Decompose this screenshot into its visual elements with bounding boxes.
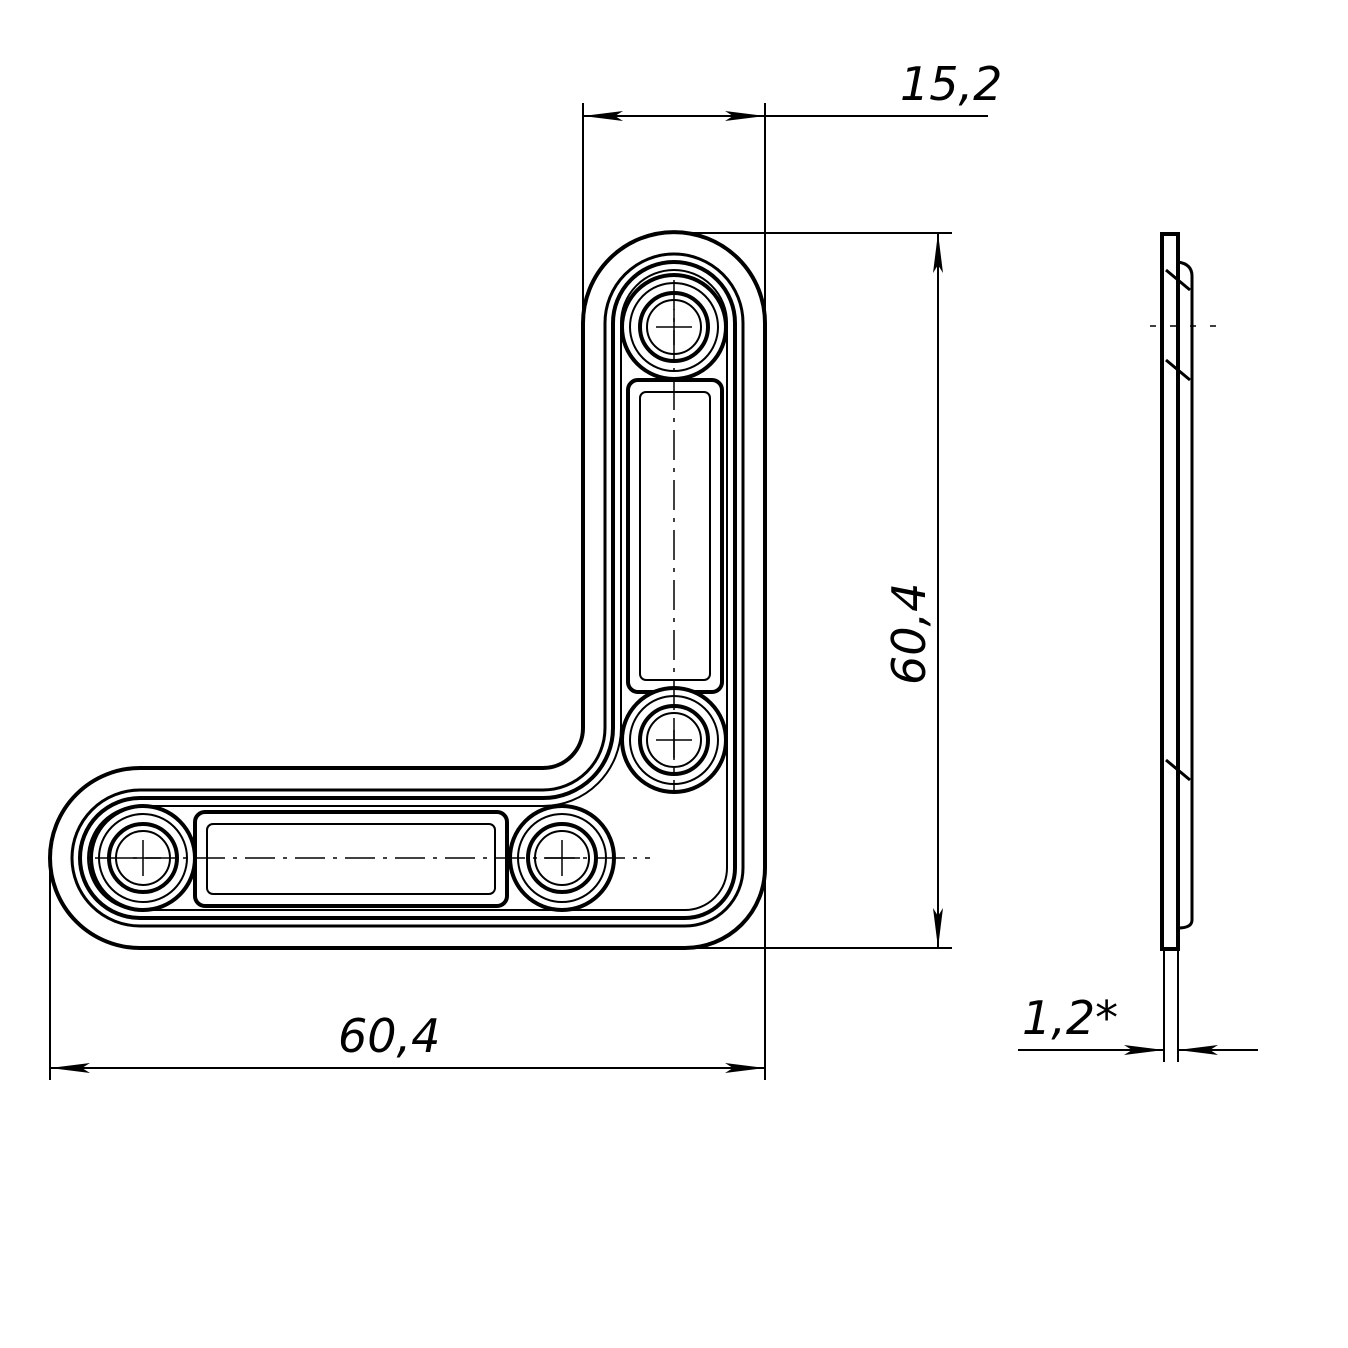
side-view xyxy=(1150,232,1220,951)
mounting-hole-inner xyxy=(646,712,702,768)
dimension-lines xyxy=(49,103,1258,1080)
plate-outline xyxy=(48,230,767,950)
vertical-slot xyxy=(626,378,724,694)
dimension-arm-width: 15,2 xyxy=(900,57,1002,111)
plate-outline xyxy=(78,260,737,920)
plate-outline xyxy=(70,252,745,928)
dimension-height: 60,4 xyxy=(882,583,936,685)
corner-plate-front-view xyxy=(48,230,767,950)
horizontal-slot-inner xyxy=(206,823,496,895)
horizontal-slot xyxy=(193,810,509,908)
dimension-length: 60,4 xyxy=(338,1009,440,1063)
dimension-thickness: 1,2* xyxy=(1022,991,1118,1045)
vertical-slot-inner xyxy=(639,391,711,681)
